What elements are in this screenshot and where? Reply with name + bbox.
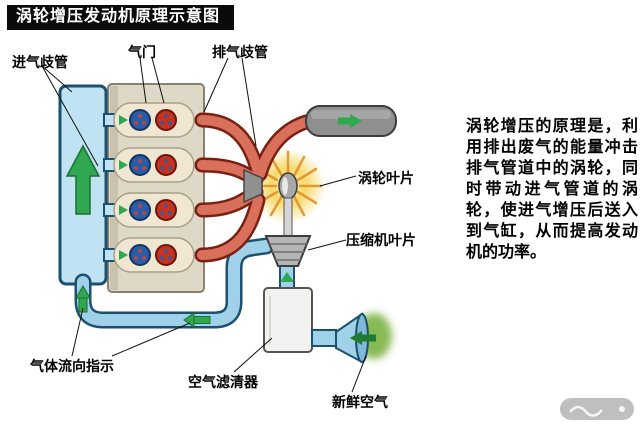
watermark-logo	[560, 398, 634, 420]
flow-arrow	[119, 205, 128, 215]
label-air-filter: 空气滤清器	[188, 374, 258, 390]
cylinder-row	[113, 147, 195, 183]
cylinder-row	[113, 237, 195, 273]
page-title: 涡轮增压发动机原理示意图	[7, 5, 235, 30]
flow-arrow	[65, 144, 101, 215]
flow-arrow	[119, 115, 128, 125]
intake-manifold-shape	[58, 84, 117, 286]
flow-arrow	[75, 285, 91, 313]
label-compressor-blade: 压缩机叶片	[346, 232, 416, 248]
label-gas-flow-indicator: 气体流向指示	[30, 358, 114, 374]
cylinder-row	[113, 192, 195, 228]
flow-arrow	[280, 272, 294, 282]
flow-arrow	[338, 114, 362, 128]
principle-description: 涡轮增压的原理是，利用排出废气的能量冲击排气管道中的涡轮，同时带动进气管道的涡轮…	[466, 118, 638, 261]
flow-arrow	[119, 160, 128, 170]
flow-arrow	[350, 331, 376, 345]
cylinder-rows	[113, 102, 195, 273]
muffler	[305, 105, 397, 137]
exhaust-pipes	[194, 112, 314, 263]
turbine-wheel	[278, 172, 298, 200]
turbo-shaft	[283, 197, 293, 239]
label-exhaust-manifold: 排气歧管	[212, 44, 268, 60]
charge-air-pipe	[74, 237, 275, 329]
cylinder-row	[113, 102, 195, 138]
label-turbine-blade: 涡轮叶片	[358, 170, 414, 186]
callout-lines	[41, 57, 367, 393]
label-intake-manifold: 进气歧管	[12, 54, 68, 70]
label-fresh-air: 新鲜空气	[332, 394, 388, 410]
label-valve: 气门	[128, 44, 156, 60]
flow-arrow	[119, 250, 128, 260]
exhaust-nozzle	[243, 168, 263, 204]
compressor-cone	[264, 235, 312, 267]
air-filter-box	[263, 287, 313, 353]
